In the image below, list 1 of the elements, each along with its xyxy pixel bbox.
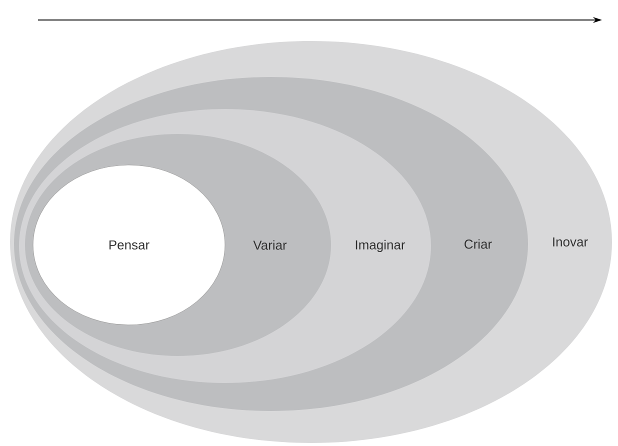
ellipse-region: Pensar — [32, 164, 226, 326]
